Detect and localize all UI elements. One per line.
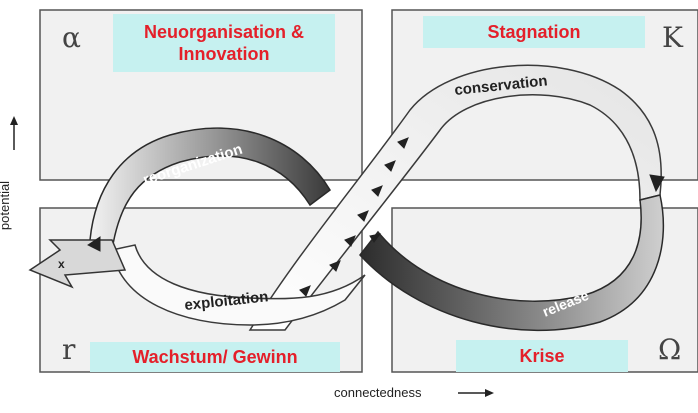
release-ribbon xyxy=(359,194,665,332)
label-stagnation: Stagnation xyxy=(423,16,645,48)
symbol-gamma: r xyxy=(62,333,76,366)
exploitation-ribbon xyxy=(111,244,366,326)
x-tail xyxy=(28,239,127,289)
flow-arrows xyxy=(87,137,665,297)
symbol-alpha: α xyxy=(62,21,81,54)
symbol-omega: Ω xyxy=(658,333,682,366)
label-krise: Krise xyxy=(456,340,628,372)
label-wachstum: Wachstum/ Gewinn xyxy=(90,342,340,372)
label-neuorganisation: Neuorganisation & Innovation xyxy=(113,14,335,72)
y-axis-label: potential xyxy=(0,180,13,231)
y-axis-arrowhead xyxy=(10,116,18,125)
x-axis-arrowhead xyxy=(485,389,494,397)
symbol-kappa: K xyxy=(662,21,683,54)
label-x: x xyxy=(58,257,65,271)
x-axis-label: connectedness xyxy=(334,385,422,400)
